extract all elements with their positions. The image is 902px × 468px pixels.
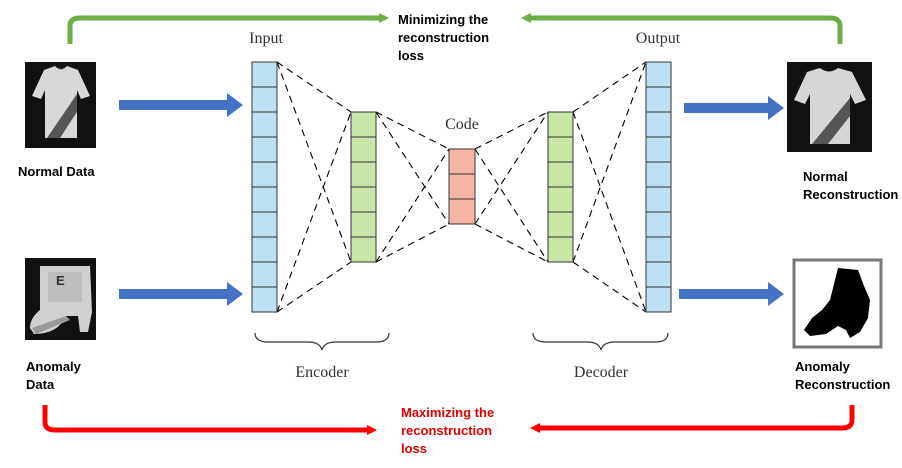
anomaly-recon-label-1: Anomaly [795, 359, 851, 374]
code-label: Code [445, 116, 479, 133]
encoder-hidden-cell [350, 136, 377, 163]
input-layer-cell [251, 261, 278, 288]
input-layer-cell [251, 286, 278, 313]
input-layer-cell [251, 211, 278, 238]
maximize-line-1: Maximizing the [401, 405, 494, 420]
encoder-brace [254, 332, 390, 351]
minimize-loss-loop [67, 13, 843, 44]
output-layer-cell [645, 186, 672, 213]
output-layer-cell [645, 161, 672, 188]
normal-recon-label-2: Reconstruction [803, 187, 898, 202]
output-label: Output [636, 30, 681, 47]
output-layer-cell [645, 236, 672, 263]
output-layer-cell [645, 261, 672, 288]
connections [276, 61, 647, 313]
input-layer-cell [251, 61, 278, 88]
decoder-brace [532, 332, 669, 351]
encoder-label: Encoder [295, 364, 349, 381]
encoder-hidden-cell [350, 236, 377, 263]
normal-input-arrow [119, 93, 243, 117]
maximize-loss-text: Maximizing the reconstruction loss [401, 405, 494, 456]
maximize-line-2: reconstruction [401, 423, 492, 438]
input-layer [251, 61, 278, 313]
normal-output-arrow [684, 96, 784, 120]
decoder-hidden-cell [547, 161, 574, 188]
decoder-hidden-cell [547, 211, 574, 238]
input-label: Input [249, 30, 283, 47]
output-layer-cell [645, 136, 672, 163]
code-layer-cell [448, 148, 476, 175]
tshirt-reconstruction-image [787, 62, 872, 152]
input-layer-cell [251, 136, 278, 163]
encoder-hidden-cell [350, 186, 377, 213]
output-layer-cell [645, 86, 672, 113]
output-layer [645, 61, 672, 313]
boot-image: E [25, 258, 96, 340]
output-layer-cell [645, 61, 672, 88]
anomaly-recon-label-2: Reconstruction [795, 377, 890, 392]
maximize-loss-loop [42, 405, 855, 435]
code-layer-cell [448, 173, 476, 200]
encoder-hidden-cell [350, 161, 377, 188]
anomaly-output-arrow [679, 282, 784, 306]
output-layer-cell [645, 286, 672, 313]
output-layer-cell [645, 111, 672, 138]
decoder-hidden-cell [547, 136, 574, 163]
normal-recon-label-1: Normal [803, 169, 848, 184]
boot-reconstruction-image [792, 258, 883, 349]
maximize-line-3: loss [401, 441, 427, 456]
output-layer-cell [645, 211, 672, 238]
minimize-loss-text: Minimizing the reconstruction loss [398, 12, 489, 63]
anomaly-input-arrow [119, 282, 243, 306]
svg-text:E: E [56, 273, 65, 288]
anomaly-data-label-1: Anomaly [26, 359, 82, 374]
input-layer-cell [251, 161, 278, 188]
code-layer-cell [448, 198, 476, 225]
input-layer-cell [251, 86, 278, 113]
minimize-line-3: loss [398, 48, 424, 63]
tshirt-image [25, 62, 96, 148]
input-arrows [119, 93, 784, 306]
decoder-hidden-layer [547, 111, 574, 263]
minimize-line-2: reconstruction [398, 30, 489, 45]
input-layer-cell [251, 186, 278, 213]
input-layer-cell [251, 236, 278, 263]
encoder-hidden-cell [350, 111, 377, 138]
decoder-hidden-cell [547, 236, 574, 263]
decoder-hidden-cell [547, 186, 574, 213]
encoder-hidden-cell [350, 211, 377, 238]
code-layer [448, 148, 476, 225]
decoder-label: Decoder [574, 364, 629, 381]
input-layer-cell [251, 111, 278, 138]
encoder-hidden-layer [350, 111, 377, 263]
normal-data-label: Normal Data [18, 164, 95, 179]
anomaly-data-label-2: Data [26, 377, 55, 392]
decoder-hidden-cell [547, 111, 574, 138]
minimize-line-1: Minimizing the [398, 12, 488, 27]
